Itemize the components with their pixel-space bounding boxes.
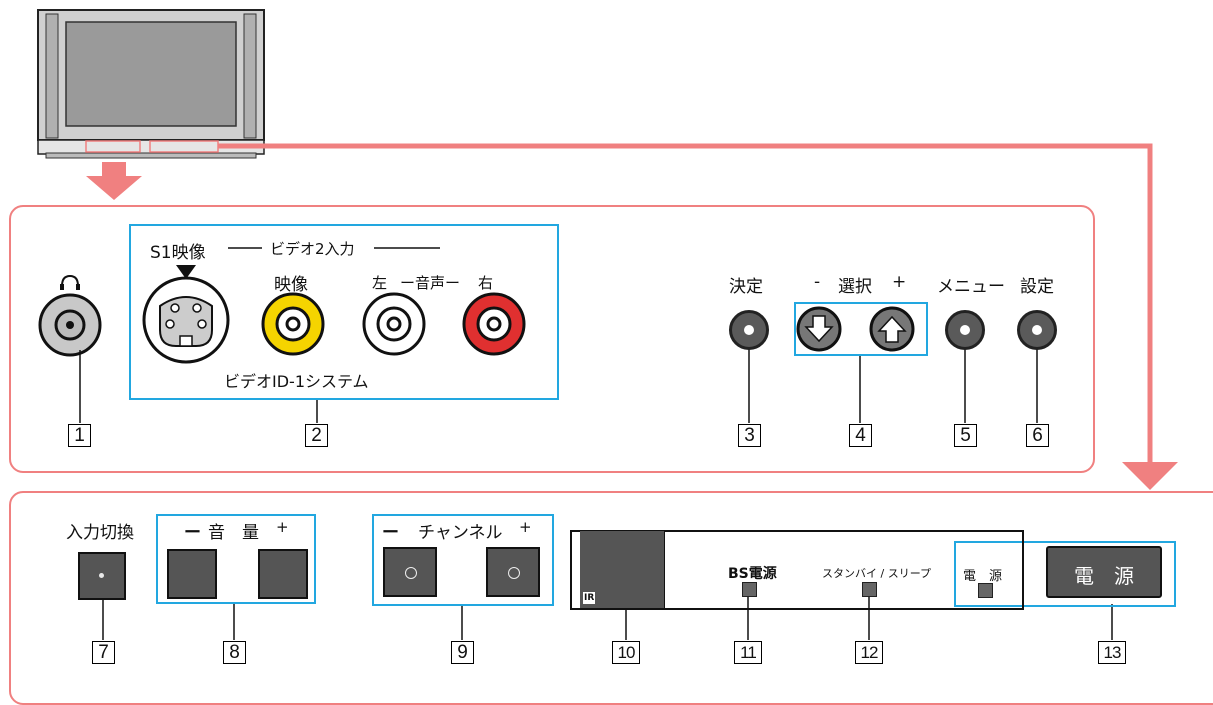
volume-up-button[interactable] — [258, 549, 308, 599]
channel-up-button[interactable] — [486, 547, 540, 597]
channel-frame — [372, 514, 554, 606]
power-frame — [954, 541, 1176, 607]
headphone-jack — [38, 293, 102, 357]
video-label: 映像 — [274, 275, 308, 295]
callout-5: 5 — [954, 424, 977, 447]
callout-11: 11 — [734, 641, 762, 664]
audio-right-label: 右 — [478, 274, 494, 292]
callout-8: 8 — [223, 641, 246, 664]
input-switch-label: 入力切換 — [66, 523, 134, 543]
callout-13: 13 — [1098, 641, 1126, 664]
callout-2: 2 — [305, 424, 328, 447]
connector-line — [218, 143, 1153, 465]
front-panel-upper — [9, 205, 1095, 473]
down-arrow-left — [86, 162, 142, 200]
callout-1: 1 — [68, 424, 91, 447]
callout-7: 7 — [92, 641, 115, 664]
volume-minus-label: ー — [184, 523, 201, 543]
callout-9: 9 — [451, 641, 474, 664]
volume-plus-label: + — [276, 518, 289, 536]
power-button-label: 電 源 — [1074, 564, 1134, 588]
standby-led — [862, 582, 877, 597]
bs-power-led — [742, 582, 757, 597]
volume-frame — [156, 514, 316, 604]
power-button[interactable]: 電 源 — [1046, 546, 1162, 598]
power-small-label: 電 源 — [963, 569, 1003, 584]
tv-illustration — [37, 9, 265, 159]
audio-left-jack-white — [362, 292, 426, 356]
select-label: 選択 — [838, 277, 872, 297]
volume-label: 音 量 — [208, 523, 259, 543]
video-id1-label: ビデオID-1システム — [224, 372, 369, 391]
select-up-button — [869, 306, 915, 352]
audio-right-jack-red — [462, 292, 526, 356]
s1-pointer-icon — [176, 265, 196, 279]
select-minus-label: - — [814, 272, 821, 292]
callout-4: 4 — [849, 424, 872, 447]
callout-10: 10 — [612, 641, 640, 664]
channel-minus-label: ー — [382, 523, 399, 543]
diagram-canvas — [37, 9, 1178, 640]
decide-label: 決定 — [729, 277, 763, 297]
video2-input-label: ビデオ2入力 — [270, 240, 355, 258]
channel-label: チャンネル — [418, 523, 503, 543]
volume-down-button[interactable] — [167, 549, 217, 599]
audio-label: ー音声ー — [400, 274, 461, 292]
bs-power-label: BS電源 — [728, 566, 777, 582]
headphones-icon — [61, 274, 79, 287]
setting-button[interactable] — [1017, 310, 1057, 350]
channel-down-button[interactable] — [383, 547, 437, 597]
status-strip — [570, 530, 1024, 610]
audio-left-label: 左 — [372, 274, 388, 292]
s1-video-label: S1映像 — [150, 243, 206, 263]
down-arrow-right — [1122, 462, 1178, 490]
menu-label: メニュー — [937, 277, 1005, 297]
callout-6: 6 — [1026, 424, 1049, 447]
ir-label: IR — [583, 592, 596, 604]
callout-3: 3 — [738, 424, 761, 447]
setting-label: 設定 — [1020, 277, 1054, 297]
select-down-button — [796, 306, 842, 352]
s-video-jack — [142, 276, 230, 364]
input-group-frame — [129, 224, 559, 400]
decide-button[interactable] — [729, 310, 769, 350]
standby-label: スタンバイ / スリープ — [822, 567, 932, 580]
channel-plus-label: + — [519, 518, 532, 536]
select-buttons-frame — [794, 302, 928, 356]
callout-12: 12 — [855, 641, 883, 664]
input-switch-button[interactable] — [78, 552, 126, 600]
power-led — [978, 583, 993, 598]
video-jack-yellow — [261, 292, 325, 356]
select-plus-label: + — [892, 272, 907, 292]
menu-button[interactable] — [945, 310, 985, 350]
